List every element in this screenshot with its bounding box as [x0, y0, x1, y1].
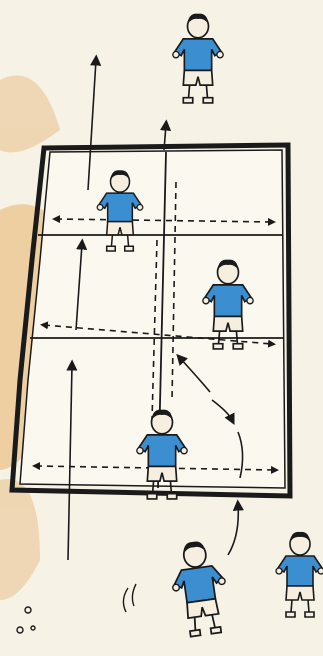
drill-illustration	[0, 0, 323, 656]
